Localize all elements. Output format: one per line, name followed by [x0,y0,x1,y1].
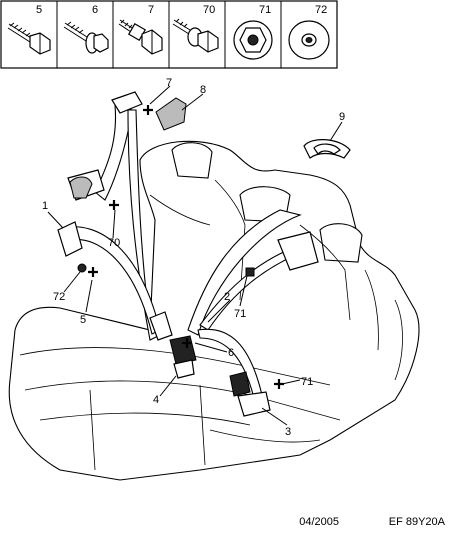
bolt-long-hex-icon [7,22,51,55]
headrest-right [319,223,363,263]
callout-5: 5 [80,314,86,326]
fastener-ref-6: 6 [92,4,98,16]
lower-anchor-left [57,221,83,257]
callout-9: 9 [339,111,345,123]
fixing-crosses [88,105,284,389]
fastener-ref-5: 5 [36,4,42,16]
washer-icon [288,20,330,60]
left-seat-belt [57,91,173,341]
callout-3: 3 [285,426,291,438]
trim-cover-8 [155,97,187,131]
bolt-shoulder-icon [118,19,163,55]
callout-71-upper: 71 [234,308,246,320]
callout-1: 1 [42,200,48,212]
upper-anchor-left [111,91,143,114]
washer-72-marker [77,263,87,273]
callout-72: 72 [53,291,65,303]
callout-71-lower: 71 [301,376,313,388]
buckle-3 [229,371,251,397]
fastener-panel: 5 6 7 70 71 72 [0,0,338,69]
screw-flange-icon [63,21,109,54]
callout-2: 2 [224,291,230,303]
footer-code: EF 89Y20A [389,516,446,528]
fastener-ref-7: 7 [148,4,154,16]
callout-8: 8 [200,84,206,96]
nut-flange-icon [233,20,273,60]
bolt-washer-icon [172,18,219,53]
callout-4: 4 [153,394,159,406]
callout-70: 70 [108,237,120,249]
nut-71-marker [245,267,255,277]
retractor-right [277,231,319,271]
headrest-left [171,142,213,179]
fastener-ref-70: 70 [203,4,215,16]
callout-6: 6 [228,347,234,359]
footer-date: 04/2005 [299,516,339,528]
fastener-ref-72: 72 [315,4,327,16]
right-seat-belt [169,209,319,417]
leader-lines [47,85,343,426]
tongue-left [149,311,173,341]
fastener-ref-71: 71 [259,4,271,16]
callout-7: 7 [166,77,172,89]
callout-labels: 1 2 3 4 5 6 7 8 9 70 71 71 72 [42,77,345,438]
